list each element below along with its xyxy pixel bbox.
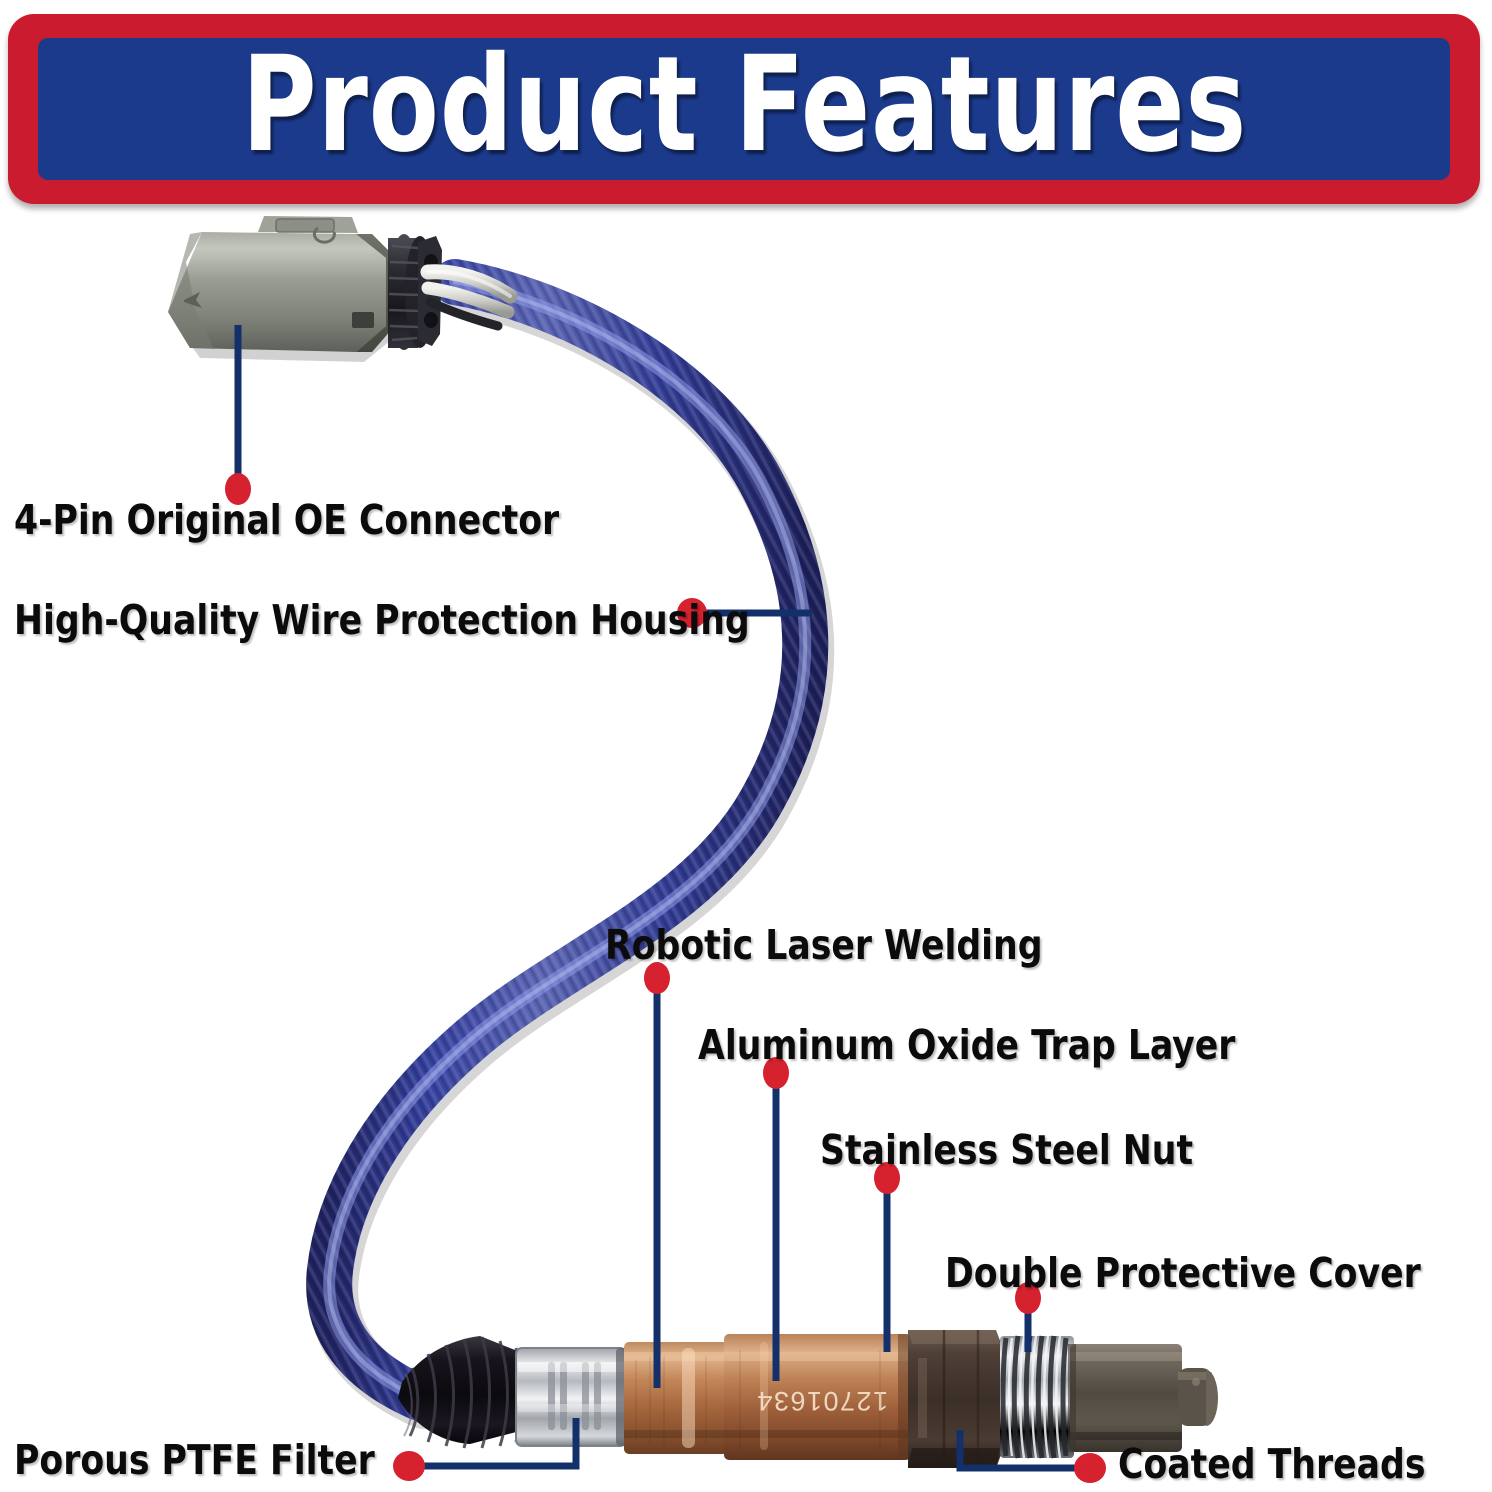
dot-wire-housing: [677, 598, 707, 628]
leader-line-ptfe-filter: [409, 1418, 580, 1470]
header-banner: Product Features: [8, 14, 1480, 204]
callout-label-oxide-trap: Aluminum Oxide Trap Layer: [698, 1021, 1236, 1069]
rubber-boot: [398, 1336, 524, 1449]
callout-dots: [225, 473, 1106, 1483]
sensor-cable: [306, 259, 835, 1429]
dot-protective-cover: [1015, 1282, 1041, 1314]
dot-coated-threads: [1074, 1453, 1106, 1483]
callout-label-coated-threads: Coated Threads: [1118, 1440, 1426, 1488]
callout-label-protective-cover: Double Protective Cover: [945, 1249, 1421, 1297]
double-protective-cover: [1068, 1344, 1218, 1452]
part-number-marking: 12701634: [756, 1386, 888, 1416]
hex-nut: [908, 1330, 1002, 1468]
callout-label-wire-housing: High-Quality Wire Protection Housing: [14, 596, 750, 644]
coated-threads-section: [1000, 1335, 1074, 1459]
callout-label-ptfe-filter: Porous PTFE Filter: [14, 1436, 375, 1484]
header-banner-panel: Product Features: [38, 38, 1450, 180]
callout-label-laser-welding: Robotic Laser Welding: [605, 921, 1043, 969]
dot-steel-nut: [874, 1162, 900, 1194]
dot-laser-welding: [644, 962, 670, 994]
leader-line-coated-threads: [956, 1430, 1090, 1472]
dot-oxide-trap: [763, 1057, 789, 1089]
callout-label-steel-nut: Stainless Steel Nut: [820, 1126, 1194, 1174]
dot-ptfe-filter: [393, 1451, 425, 1481]
sensor-body: 12701634: [624, 1334, 912, 1460]
callout-label-connector: 4-Pin Original OE Connector: [14, 496, 560, 544]
page-title: Product Features: [241, 28, 1247, 182]
dot-connector: [225, 473, 251, 505]
oe-connector: [168, 216, 518, 362]
